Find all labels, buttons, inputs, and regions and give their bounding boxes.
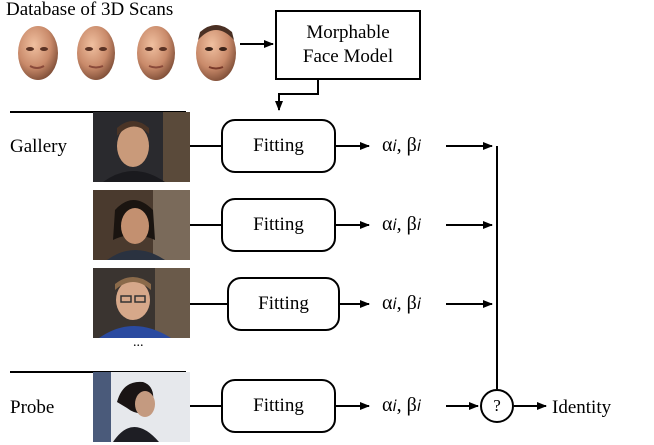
compare-node: ? bbox=[480, 389, 514, 423]
model-line-1: Morphable bbox=[306, 22, 390, 44]
morphable-face-model-box: Morphable Face Model bbox=[275, 10, 421, 80]
fitting-box-2: Fitting bbox=[221, 198, 336, 252]
probe-photo bbox=[93, 372, 190, 442]
gallery-photo-1 bbox=[93, 112, 190, 182]
identity-label: Identity bbox=[552, 397, 612, 418]
database-title: Database of 3D Scans bbox=[6, 0, 174, 20]
scan-face-1 bbox=[18, 26, 58, 80]
params-1: αi, βi bbox=[382, 134, 422, 156]
scan-face-3 bbox=[137, 26, 175, 80]
model-line-2: Face Model bbox=[302, 46, 394, 67]
model-to-fitting-arrow bbox=[275, 80, 319, 111]
params-probe: αi, βi bbox=[382, 394, 422, 416]
fitting-box-3: Fitting bbox=[227, 277, 340, 331]
fitting-box-probe: Fitting bbox=[221, 379, 336, 433]
params-3: αi, βi bbox=[382, 292, 422, 314]
gallery-photo-2 bbox=[93, 190, 190, 260]
scan-face-4 bbox=[196, 25, 236, 81]
scan-face-2 bbox=[77, 26, 115, 80]
3d-scan-faces bbox=[18, 25, 236, 81]
gallery-photo-3 bbox=[93, 268, 190, 338]
gallery-label: Gallery bbox=[10, 136, 67, 157]
probe-label: Probe bbox=[10, 397, 55, 418]
fitting-box-1: Fitting bbox=[221, 119, 336, 173]
params-2: αi, βi bbox=[382, 213, 422, 235]
ellipsis: ... bbox=[133, 335, 144, 350]
